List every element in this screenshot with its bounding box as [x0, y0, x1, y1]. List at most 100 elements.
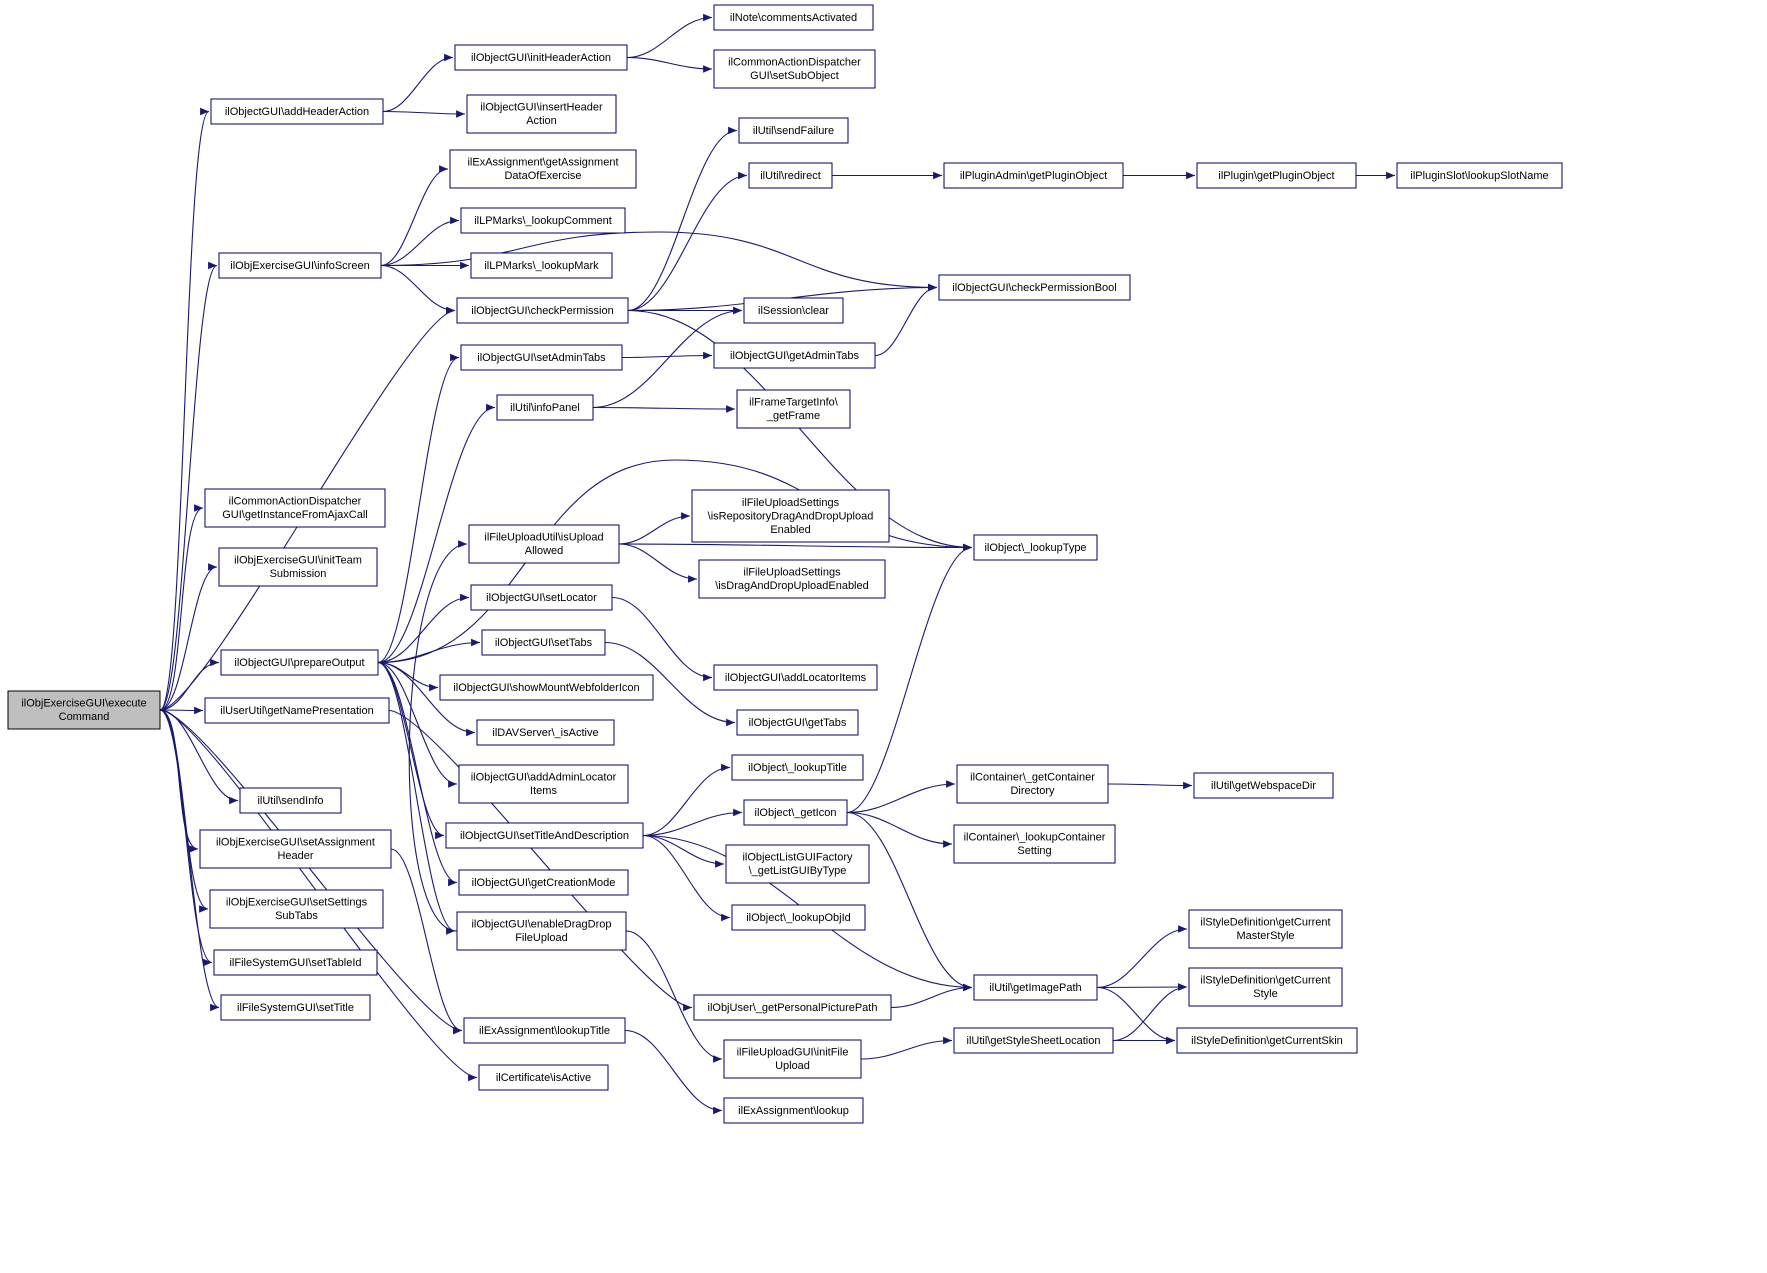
edge-prepare_output-to-enable_drag_drop_file_upload — [377, 661, 456, 935]
node-label-line: ilObjectGUI\getTabs — [749, 717, 847, 729]
node-label-line: ilObjExerciseGUI\infoScreen — [230, 260, 369, 272]
node-box — [210, 98, 384, 125]
node-comments_activated[interactable]: ilNote\commentsActivated — [713, 4, 874, 31]
node-get_style_sheet_location[interactable]: ilUtil\getStyleSheetLocation — [953, 1027, 1114, 1054]
node-box — [743, 297, 844, 324]
node-check_permission_bool[interactable]: ilObjectGUI\checkPermissionBool — [938, 274, 1131, 301]
node-redirect[interactable]: ilUtil\redirect — [748, 162, 833, 189]
node-send_failure[interactable]: ilUtil\sendFailure — [738, 117, 849, 144]
node-get_tabs[interactable]: ilObjectGUI\getTabs — [736, 709, 859, 736]
edge-get_personal_picture_path-to-get_image_path — [890, 983, 973, 1009]
node-box — [439, 674, 654, 701]
node-label-line: ilCertificate\isActive — [496, 1072, 591, 1084]
edge-enable_drag_drop_file_upload-to-init_file_upload — [625, 930, 723, 1063]
node-get_current_skin[interactable]: ilStyleDefinition\getCurrentSkin — [1176, 1027, 1358, 1054]
node-box — [445, 822, 644, 849]
node-is_repo_dnd_upload_enabled[interactable]: ilFileUploadSettings\isRepositoryDragAnd… — [691, 489, 890, 543]
edge-prepare_output-to-add_admin_locator_items — [377, 661, 458, 788]
edge-prepare_output-to-get_creation_mode — [377, 661, 458, 887]
node-box — [456, 911, 627, 951]
node-set_locator[interactable]: ilObjectGUI\setLocator — [470, 584, 613, 611]
node-get_personal_picture_path[interactable]: ilObjUser\_getPersonalPicturePath — [693, 994, 892, 1021]
edge-get_icon-to-lookup_container_setting — [846, 811, 953, 848]
node-set_admin_tabs[interactable]: ilObjectGUI\setAdminTabs — [460, 344, 623, 371]
node-label-line: _getFrame — [766, 410, 820, 422]
node-label-line: ilStyleDefinition\getCurrent — [1200, 917, 1330, 929]
edge-check_permission-to-redirect — [627, 171, 748, 312]
node-label-line: ilObjectGUI\getAdminTabs — [730, 350, 859, 362]
node-get_assignment_data[interactable]: ilExAssignment\getAssignmentDataOfExerci… — [449, 149, 637, 189]
node-get_icon[interactable]: ilObject\_getIcon — [743, 799, 848, 826]
node-certificate_is_active[interactable]: ilCertificate\isActive — [478, 1064, 609, 1091]
node-session_clear[interactable]: ilSession\clear — [743, 297, 844, 324]
node-set_table_id[interactable]: ilFileSystemGUI\setTableId — [213, 949, 378, 976]
node-label-line: ilNote\commentsActivated — [730, 12, 857, 24]
node-label-line: Command — [59, 711, 110, 723]
node-lookup_comment[interactable]: ilLPMarks\_lookupComment — [460, 207, 626, 234]
node-plugin_get_plugin_object[interactable]: ilPlugin\getPluginObject — [1196, 162, 1357, 189]
edge-execute_command-to-ex_lookup_title — [159, 709, 463, 1035]
node-show_mount_webfolder_icon[interactable]: ilObjectGUI\showMountWebfolderIcon — [439, 674, 654, 701]
node-ex_lookup[interactable]: ilExAssignment\lookup — [723, 1097, 864, 1124]
node-prepare_output[interactable]: ilObjectGUI\prepareOutput — [220, 649, 379, 676]
node-get_instance_from_ajax_call[interactable]: ilCommonActionDispatcherGUI\getInstanceF… — [204, 488, 386, 528]
edge-get_name_presentation-to-get_personal_picture_path — [388, 709, 693, 1012]
edge-set_tabs-to-get_tabs — [604, 641, 736, 727]
node-send_info[interactable]: ilUtil\sendInfo — [239, 787, 342, 814]
node-box — [953, 824, 1116, 864]
node-box — [1196, 162, 1357, 189]
node-add_locator_items[interactable]: ilObjectGUI\addLocatorItems — [713, 664, 878, 691]
node-get_creation_mode[interactable]: ilObjectGUI\getCreationMode — [458, 869, 629, 896]
node-box — [713, 664, 878, 691]
node-lookup_mark[interactable]: ilLPMarks\_lookupMark — [470, 252, 613, 279]
node-check_permission[interactable]: ilObjectGUI\checkPermission — [456, 297, 629, 324]
node-ex_lookup_title[interactable]: ilExAssignment\lookupTitle — [463, 1017, 626, 1044]
node-label-line: ilObject\_lookupTitle — [748, 762, 847, 774]
node-lookup_slot_name[interactable]: ilPluginSlot\lookupSlotName — [1396, 162, 1563, 189]
node-set_title_and_description[interactable]: ilObjectGUI\setTitleAndDescription — [445, 822, 644, 849]
node-label-line: ilStyleDefinition\getCurrent — [1200, 975, 1330, 987]
node-box — [973, 534, 1098, 561]
node-lookup_type[interactable]: ilObject\_lookupType — [973, 534, 1098, 561]
node-info_screen[interactable]: ilObjExerciseGUI\infoScreen — [218, 252, 382, 279]
node-label-line: ilObjectGUI\prepareOutput — [234, 657, 364, 669]
node-add_header_action[interactable]: ilObjectGUI\addHeaderAction — [210, 98, 384, 125]
edge-get_image_path-to-get_current_skin — [1096, 986, 1176, 1045]
node-info_panel[interactable]: ilUtil\infoPanel — [496, 394, 594, 421]
node-init_header_action[interactable]: ilObjectGUI\initHeaderAction — [454, 44, 628, 71]
node-set_title[interactable]: ilFileSystemGUI\setTitle — [220, 994, 371, 1021]
node-get_name_presentation[interactable]: ilUserUtil\getNamePresentation — [204, 697, 390, 724]
node-label-line: ilFileUploadUtil\isUpload — [484, 532, 603, 544]
node-obj_lookup_title[interactable]: ilObject\_lookupTitle — [731, 754, 864, 781]
node-box — [693, 994, 892, 1021]
node-plugin_admin_get_plugin_object[interactable]: ilPluginAdmin\getPluginObject — [943, 162, 1124, 189]
node-box — [468, 524, 620, 564]
node-label-line: ilObjectGUI\addAdminLocator — [471, 772, 617, 784]
node-get_webspace_dir[interactable]: ilUtil\getWebspaceDir — [1193, 772, 1334, 799]
node-box — [1188, 967, 1343, 1007]
node-lookup_obj_id[interactable]: ilObject\_lookupObjId — [731, 904, 866, 931]
node-dav_is_active[interactable]: ilDAVServer\_isActive — [476, 719, 615, 746]
node-get_admin_tabs[interactable]: ilObjectGUI\getAdminTabs — [713, 342, 876, 369]
node-is_dnd_upload_enabled[interactable]: ilFileUploadSettings\isDragAndDropUpload… — [698, 559, 886, 599]
edge-execute_command-to-add_header_action — [159, 107, 210, 711]
node-get_frame[interactable]: ilFrameTargetInfo\_getFrame — [736, 389, 851, 429]
node-set_tabs[interactable]: ilObjectGUI\setTabs — [481, 629, 606, 656]
node-get_image_path[interactable]: ilUtil\getImagePath — [973, 974, 1098, 1001]
node-get_list_gui_by_type[interactable]: ilObjectListGUIFactory\_getListGUIByType — [725, 844, 870, 884]
node-label-line: ilObject\_lookupType — [984, 542, 1086, 554]
